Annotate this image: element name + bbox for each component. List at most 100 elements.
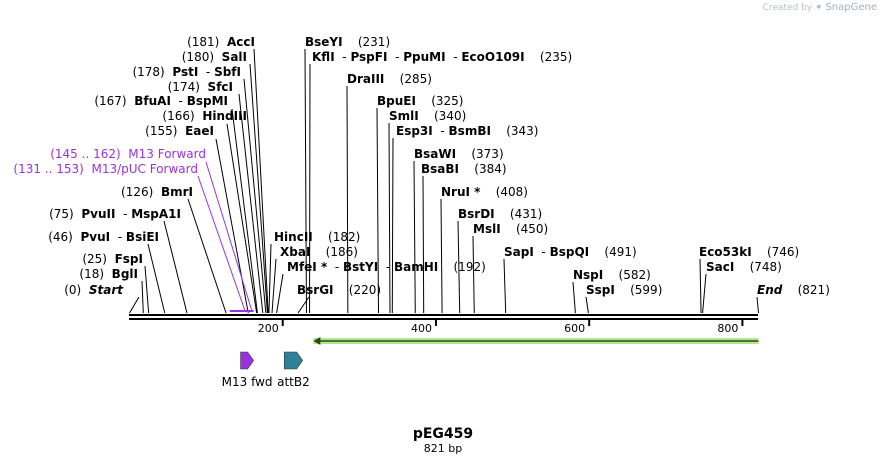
enzyme-name: SapI bbox=[504, 245, 534, 259]
bmri-label: (126) BmrI bbox=[121, 185, 193, 199]
credit-prefix: Created by bbox=[762, 3, 813, 13]
site-position: (167) bbox=[94, 94, 126, 108]
spacer bbox=[200, 80, 208, 94]
fspi-label: (25) FspI bbox=[82, 252, 143, 266]
spacer bbox=[525, 50, 540, 64]
enzyme-name: AccI bbox=[227, 35, 255, 49]
pvuii-mspa1i-label: (75) PvuII - MspA1I bbox=[49, 207, 181, 221]
end-site-line bbox=[756, 296, 759, 314]
site-position: (343) bbox=[506, 124, 538, 138]
enzyme-name: BpuEI bbox=[377, 94, 416, 108]
xbai-site-line bbox=[271, 258, 277, 314]
saci-site-line bbox=[702, 273, 707, 314]
site-position: (821) bbox=[798, 283, 830, 297]
ruler-label-600: 600 bbox=[564, 322, 585, 335]
separator: - bbox=[110, 230, 126, 244]
bpuei-site-line bbox=[376, 107, 379, 314]
separator: - bbox=[446, 50, 462, 64]
nspi-label: NspI (582) bbox=[573, 268, 651, 282]
xbai-label: XbaI (186) bbox=[280, 245, 358, 259]
separator: - bbox=[115, 207, 131, 221]
site-position: (582) bbox=[619, 268, 651, 282]
esp3i-bsmbi-label: Esp3I - BsmBI (343) bbox=[396, 124, 538, 138]
enzyme-name: BsrGI bbox=[297, 283, 334, 297]
spacer bbox=[165, 65, 173, 79]
sali-label: (180) SalI bbox=[182, 50, 247, 64]
site-position: (166) bbox=[162, 109, 194, 123]
spacer bbox=[491, 124, 506, 138]
nspi-site-line bbox=[572, 281, 576, 314]
spacer bbox=[589, 245, 604, 259]
enzyme-name: PspFI bbox=[350, 50, 387, 64]
enzyme-name: BsmBI bbox=[449, 124, 491, 138]
enzyme-name: Esp3I bbox=[396, 124, 433, 138]
enzyme-name: Start bbox=[89, 283, 124, 297]
separator: - bbox=[171, 94, 187, 108]
spacer bbox=[419, 109, 434, 123]
enzyme-name: KflI bbox=[312, 50, 335, 64]
hincii-site-line bbox=[268, 243, 272, 314]
spacer bbox=[603, 268, 618, 282]
separator: - bbox=[387, 50, 403, 64]
mfei-bstyi-bamhi-label: MfeI * - BstYI - BamHI (192) bbox=[287, 260, 486, 274]
bsabi-label: BsaBI (384) bbox=[421, 162, 507, 176]
spacer bbox=[495, 207, 510, 221]
attb2-arrow bbox=[283, 351, 304, 370]
sfci-site-line bbox=[238, 93, 264, 314]
kfli-pspfi-ppumi-ecoo109i-label: KflI - PspFI - PpuMI - EcoO109I (235) bbox=[312, 50, 572, 64]
nrui-label: NruI * (408) bbox=[441, 185, 528, 199]
site-position: (384) bbox=[474, 162, 506, 176]
enzyme-name: EcoO109I bbox=[461, 50, 524, 64]
ruler-label-400: 400 bbox=[411, 322, 432, 335]
enzyme-name: PvuI bbox=[81, 230, 111, 244]
spacer bbox=[459, 162, 474, 176]
pvui-bsiei-site-line bbox=[147, 243, 166, 314]
eaei-label: (155) EaeI bbox=[145, 124, 214, 138]
separator: - bbox=[335, 50, 351, 64]
enzyme-name: BseYI bbox=[305, 35, 343, 49]
ruler-label-200: 200 bbox=[258, 322, 279, 335]
smli-label: SmlI (340) bbox=[389, 109, 466, 123]
mfei-bstyi-bamhi-site-line bbox=[276, 273, 284, 314]
enzyme-name: SalI bbox=[222, 50, 247, 64]
attb2-label: attB2 bbox=[277, 375, 310, 389]
site-position: (220) bbox=[349, 283, 381, 297]
snapgene-logo-icon: ⚫ bbox=[815, 3, 823, 13]
eco53ki-site-line bbox=[699, 258, 702, 314]
bsrgi-label: BsrGI (220) bbox=[297, 283, 381, 297]
spacer bbox=[214, 50, 222, 64]
acci-site-line bbox=[253, 48, 269, 314]
site-position: (180) bbox=[182, 50, 214, 64]
enzyme-name: PvuII bbox=[81, 207, 115, 221]
sapi-bspqi-label: SapI - BspQI (491) bbox=[504, 245, 637, 259]
enzyme-name: SspI bbox=[586, 283, 615, 297]
site-position: (126) bbox=[121, 185, 153, 199]
spacer bbox=[73, 230, 81, 244]
enzyme-name: SmlI bbox=[389, 109, 419, 123]
start-label: (0) Start bbox=[64, 283, 124, 297]
m13-fwd-arrow bbox=[240, 351, 254, 370]
site-position: (178) bbox=[132, 65, 164, 79]
spacer bbox=[195, 109, 203, 123]
bseyi-label: BseYI (231) bbox=[305, 35, 390, 49]
site-position: (155) bbox=[145, 124, 177, 138]
msli-label: MslI (450) bbox=[473, 222, 548, 236]
m13-puc-forward-label: (131 .. 153) M13/pUC Forward bbox=[13, 162, 198, 176]
primer-bars bbox=[197, 161, 254, 312]
site-position: (340) bbox=[434, 109, 466, 123]
saci-label: SacI (748) bbox=[706, 260, 782, 274]
credit-brand: SnapGene bbox=[825, 2, 877, 13]
site-position: (174) bbox=[168, 80, 200, 94]
psti-sbfi-site-line bbox=[243, 78, 267, 314]
enzyme-name: MfeI * bbox=[287, 260, 328, 274]
psti-sbfi-label: (178) PstI - SbfI bbox=[132, 65, 241, 79]
enzyme-name: BmrI bbox=[161, 185, 193, 199]
enzyme-name: BspQI bbox=[550, 245, 590, 259]
bgli-site-line bbox=[141, 280, 144, 314]
enzyme-name: XbaI bbox=[280, 245, 310, 259]
site-position: (182) bbox=[328, 230, 360, 244]
ruler-label-800: 800 bbox=[717, 322, 738, 335]
bsawi-site-line bbox=[413, 160, 416, 314]
spacer bbox=[310, 245, 325, 259]
msli-site-line bbox=[472, 235, 475, 314]
